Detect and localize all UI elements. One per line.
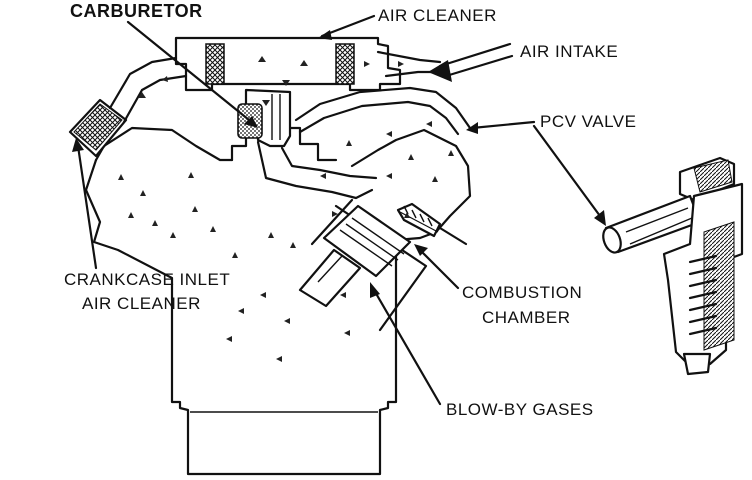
pcv-valve-detail <box>602 156 744 376</box>
intake-passage <box>256 140 378 200</box>
label-pcv-valve: PCV VALVE <box>540 112 636 131</box>
crankcase-inlet-air-cleaner <box>68 56 188 158</box>
air-cleaner-housing <box>174 36 442 92</box>
leader-lines <box>72 14 606 406</box>
piston-assembly <box>298 198 428 332</box>
label-crankcase-inlet-line1: CRANKCASE INLET <box>64 270 230 289</box>
gas-flow-arrows <box>118 56 454 362</box>
label-combustion-line1: COMBUSTION <box>462 283 582 302</box>
label-blowby-gases: BLOW-BY GASES <box>446 400 594 419</box>
label-combustion-line2: CHAMBER <box>482 308 571 327</box>
pcv-hose <box>294 86 472 136</box>
label-air-intake: AIR INTAKE <box>520 42 618 61</box>
air-filter-element-right <box>335 43 355 85</box>
label-air-cleaner: AIR CLEANER <box>378 6 497 25</box>
label-crankcase-inlet-line2: AIR CLEANER <box>82 294 201 313</box>
air-filter-element-left <box>205 43 225 85</box>
label-carburetor: CARBURETOR <box>70 1 203 21</box>
spark-plug <box>396 202 468 246</box>
